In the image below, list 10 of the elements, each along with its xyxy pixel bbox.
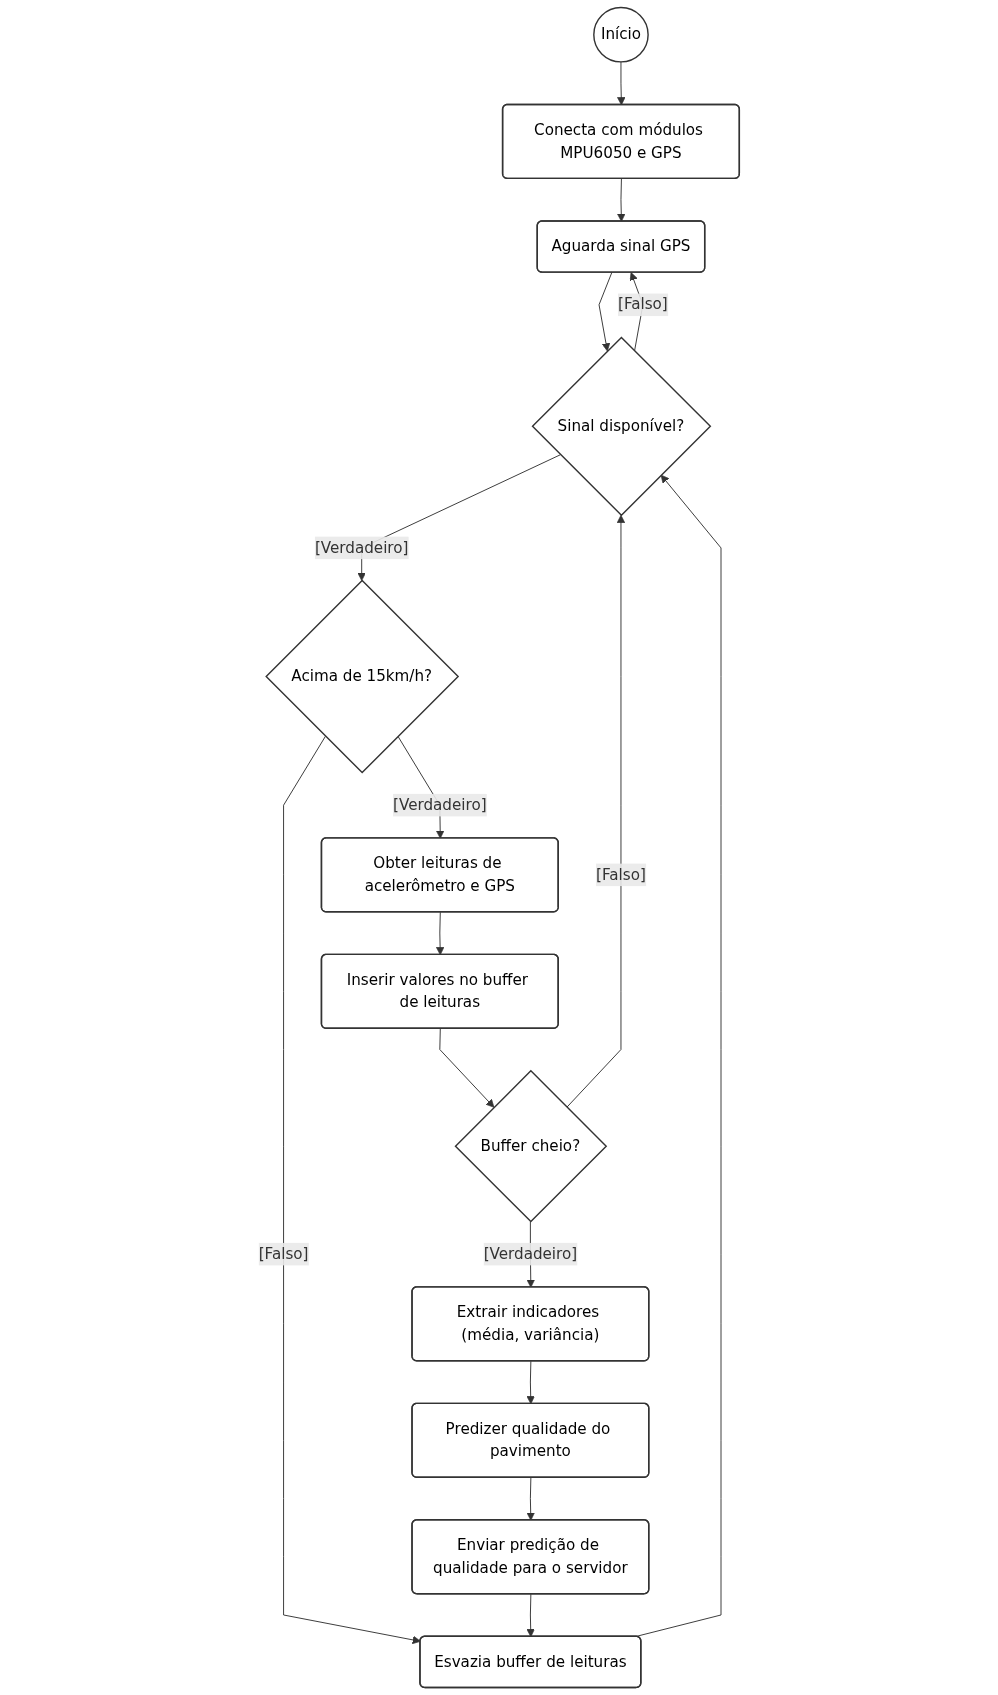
- edge-label: [Falso]: [617, 295, 668, 314]
- edge-label: [Verdadeiro]: [314, 538, 409, 557]
- node-circle: Início: [593, 6, 649, 63]
- node-diamond: Sinal disponível?: [531, 336, 712, 517]
- node-diamond: Acima de 15km/h?: [265, 579, 460, 774]
- node-diamond: Buffer cheio?: [454, 1069, 608, 1223]
- edge-label: [Verdadeiro]: [393, 795, 487, 814]
- edge-label: [Falso]: [258, 1244, 309, 1263]
- edge-label: [Verdadeiro]: [483, 1244, 578, 1263]
- edge-label: [Falso]: [596, 865, 646, 884]
